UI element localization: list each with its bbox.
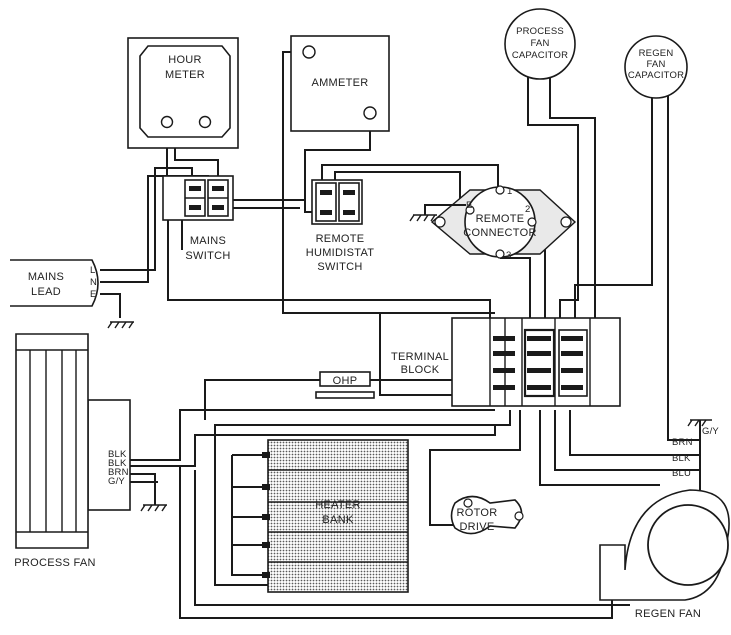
terminal-block-label-1: TERMINAL <box>391 351 449 363</box>
mains-switch: MAINS SWITCH <box>162 175 234 262</box>
process-fan-capacitor-label-2: FAN <box>530 38 549 49</box>
mains-lead-pin-n: N <box>90 277 97 288</box>
regen-fan-capacitor: REGEN FAN CAPACITOR <box>624 35 688 99</box>
ohp: OHP <box>315 371 375 399</box>
regen-fan-capacitor-label-3: CAPACITOR <box>628 70 684 81</box>
rotor-drive: ROTOR DRIVE <box>450 495 524 535</box>
process-fan-capacitor-label-3: CAPACITOR <box>512 50 568 61</box>
hour-meter-label-2: METER <box>165 69 205 81</box>
remote-connector-label-1: REMOTE <box>476 213 525 225</box>
process-fan-capacitor: PROCESS FAN CAPACITOR <box>504 8 576 80</box>
process-fan-capacitor-label-1: PROCESS <box>516 26 564 37</box>
regen-fan: REGEN FAN BRN BLK BLU G/Y <box>599 419 730 620</box>
humidistat-label-2: HUMIDISTAT <box>306 247 375 259</box>
ohp-label: OHP <box>333 375 358 387</box>
mains-switch-label-1: MAINS <box>190 235 226 247</box>
mains-lead-label-1: MAINS <box>28 271 64 283</box>
remote-connector-pin-2: 2 <box>525 204 530 215</box>
mains-lead: MAINS LEAD L N E <box>10 259 134 329</box>
heater-bank-label-1: HEATER <box>315 499 361 511</box>
regen-fan-label: REGEN FAN <box>635 608 701 620</box>
regen-fan-capacitor-label-2: FAN <box>646 59 665 70</box>
heater-bank-label-2: BANK <box>322 514 354 526</box>
hour-meter: HOUR METER <box>127 37 239 149</box>
mains-lead-pin-e: E <box>90 289 97 300</box>
regen-fan-wire-brn: BRN <box>672 437 693 448</box>
ammeter: AMMETER <box>290 35 390 132</box>
rotor-drive-label-1: ROTOR <box>456 507 497 519</box>
remote-connector-pin-e: E <box>466 200 473 211</box>
ammeter-label: AMMETER <box>311 77 368 89</box>
regen-fan-wire-blk: BLK <box>672 453 691 464</box>
hour-meter-label-1: HOUR <box>168 54 202 66</box>
process-fan-wire-1: BLK <box>108 449 127 460</box>
mains-switch-label-2: SWITCH <box>185 250 230 262</box>
heater-bank: HEATER BANK <box>262 439 409 593</box>
remote-connector-pin-1: 1 <box>507 186 512 197</box>
regen-fan-capacitor-label-1: REGEN <box>639 48 674 59</box>
mains-lead-pin-l: L <box>90 265 95 276</box>
terminal-block-label-2: BLOCK <box>401 364 440 376</box>
terminal-block: TERMINAL BLOCK <box>391 317 621 407</box>
mains-lead-label-2: LEAD <box>31 286 61 298</box>
process-fan-wire-2: BLK <box>108 458 127 469</box>
remote-connector-label-2: CONNECTOR <box>463 227 536 239</box>
humidistat-label-3: SWITCH <box>317 261 362 273</box>
remote-humidistat-switch: REMOTE HUMIDISTAT SWITCH <box>306 179 375 273</box>
humidistat-label-1: REMOTE <box>316 233 365 245</box>
process-fan-wire-4: G/Y <box>108 476 125 487</box>
remote-connector-pin-3: 3 <box>506 250 511 261</box>
process-fan-label: PROCESS FAN <box>14 557 96 569</box>
process-fan-wire-3: BRN <box>108 467 129 478</box>
remote-connector: E 1 2 3 REMOTE CONNECTOR <box>409 185 577 261</box>
regen-fan-wire-blu: BLU <box>672 468 691 479</box>
regen-fan-ground-label: G/Y <box>702 426 719 437</box>
rotor-drive-label-2: DRIVE <box>459 521 494 533</box>
process-fan: PROCESS FAN BLK BLK BRN G/Y <box>14 333 167 569</box>
